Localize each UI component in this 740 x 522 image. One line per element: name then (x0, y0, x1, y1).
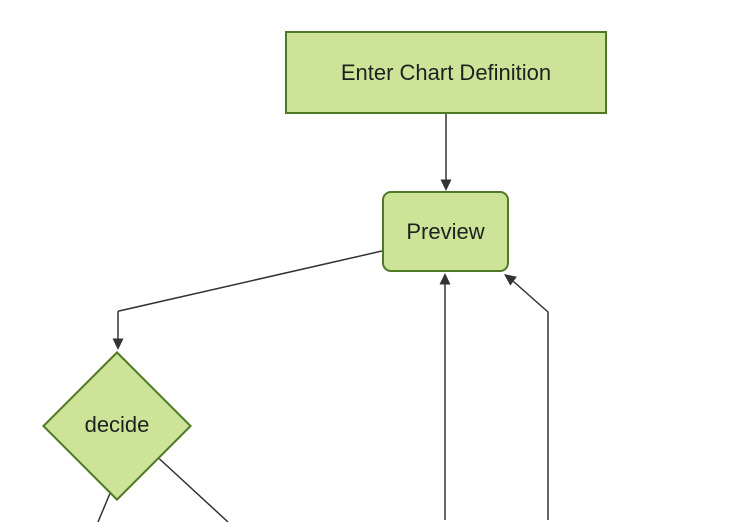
edge-decide-to-bottom-left (97, 490, 112, 522)
flowchart-node-preview: Preview (382, 191, 509, 272)
node-label-decide: decide (84, 412, 150, 437)
arrowhead-bottom-right-to-preview (504, 274, 517, 286)
arrowhead-enter-to-preview (440, 179, 452, 191)
arrowhead-preview-to-decide (112, 338, 124, 350)
edge-decide-to-bottom-right (151, 451, 229, 522)
node-label-enter-chart-definition: Enter Chart Definition (340, 59, 552, 85)
arrowhead-bottom-to-preview (439, 273, 451, 285)
node-label-preview: Preview (406, 218, 485, 244)
edge-bottom-right-to-preview (513, 280, 549, 520)
flowchart-node-enter-chart-definition: Enter Chart Definition (285, 31, 607, 114)
edge-preview-to-decide (117, 250, 383, 340)
